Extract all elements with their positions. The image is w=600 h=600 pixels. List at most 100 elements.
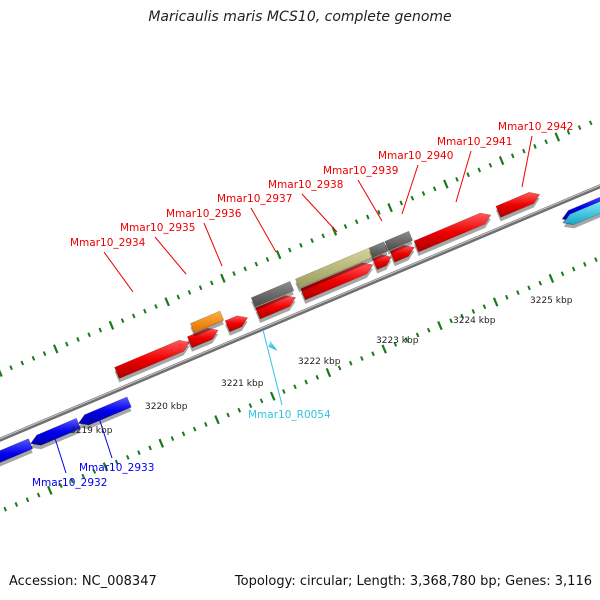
forward-minor-tick (566, 129, 571, 135)
gene-feature[interactable] (255, 295, 297, 324)
reverse-minor-tick (181, 431, 186, 437)
reverse-minor-tick (571, 266, 576, 272)
forward-minor-tick (477, 167, 482, 173)
reverse-minor-tick (304, 379, 308, 385)
gray-feature[interactable] (368, 241, 389, 262)
reverse-minor-tick (393, 341, 398, 347)
leader-line (154, 236, 187, 275)
gray-feature[interactable] (384, 230, 413, 255)
gene-feature[interactable] (77, 396, 132, 429)
reverse-major-tick (102, 462, 109, 472)
reverse-minor-tick (315, 374, 320, 380)
reverse-minor-tick (192, 426, 197, 432)
reverse-minor-tick (337, 365, 342, 371)
gene-feature[interactable] (300, 262, 374, 304)
gene-label-mmar10-2942[interactable]: Mmar10_2942 (498, 121, 573, 133)
forward-minor-tick (354, 219, 359, 225)
gene-label-mmar10-2940[interactable]: Mmar10_2940 (378, 150, 453, 162)
rna-marker[interactable] (268, 340, 278, 351)
forward-minor-tick (510, 153, 515, 159)
scale-label-3223: 3223 kbp (376, 336, 419, 346)
gene-feature[interactable] (389, 244, 415, 267)
feature-labels: Mmar10_2934Mmar10_2935Mmar10_2936Mmar10_… (32, 121, 573, 489)
reverse-minor-tick (25, 497, 30, 503)
forward-minor-tick (87, 332, 91, 338)
genome-summary-text: Topology: circular; Length: 3,368,780 bp… (234, 574, 592, 589)
forward-minor-tick (455, 176, 459, 182)
reverse-minor-tick (538, 280, 543, 286)
leader-line (103, 251, 134, 293)
reverse-minor-tick (415, 332, 420, 338)
forward-minor-tick (254, 261, 259, 267)
gene-feature[interactable] (224, 315, 249, 336)
rna-feature[interactable] (563, 198, 600, 229)
forward-major-tick (164, 297, 170, 307)
gene-label-mmar10-2941[interactable]: Mmar10_2941 (437, 136, 512, 148)
forward-minor-tick (143, 308, 147, 314)
reverse-minor-tick (170, 436, 175, 441)
reverse-minor-tick (460, 313, 464, 319)
gene-label-mmar10-2937[interactable]: Mmar10_2937 (217, 193, 292, 205)
gene-feature[interactable] (372, 254, 392, 274)
forward-major-tick (52, 344, 59, 354)
gene-label-mmar10-r0054[interactable]: Mmar10_R0054 (248, 409, 331, 421)
gene-label-mmar10-2938[interactable]: Mmar10_2938 (268, 179, 343, 191)
forward-minor-tick (120, 318, 125, 324)
gene-feature[interactable] (30, 417, 81, 450)
gene-feature[interactable] (114, 339, 191, 383)
leader-line (262, 329, 283, 406)
gene-label-mmar10-2935[interactable]: Mmar10_2935 (120, 222, 195, 234)
forward-minor-tick (176, 294, 181, 300)
gene-feature[interactable] (0, 438, 34, 473)
forward-minor-tick (65, 341, 69, 347)
gene-feature[interactable] (495, 191, 541, 222)
forward-minor-tick (410, 195, 415, 201)
forward-minor-tick (544, 139, 548, 145)
reverse-major-tick (47, 485, 53, 495)
reverse-minor-tick (81, 473, 86, 479)
scale-label-3220: 3220 kbp (145, 402, 188, 412)
scale-ticks (0, 120, 598, 512)
reverse-minor-tick (259, 398, 264, 404)
gene-label-mmar10-2933[interactable]: Mmar10_2933 (79, 462, 154, 474)
forward-major-tick (220, 273, 226, 283)
forward-major-tick (0, 369, 3, 378)
forward-minor-tick (299, 242, 303, 248)
leader-line (521, 135, 533, 188)
reverse-minor-tick (505, 294, 509, 300)
reverse-minor-tick (114, 459, 119, 465)
forward-minor-tick (421, 191, 426, 196)
gene-feature[interactable] (413, 212, 492, 256)
leader-line (98, 417, 113, 459)
backbone-line (0, 184, 600, 442)
forward-minor-tick (243, 266, 247, 272)
reverse-minor-tick (282, 389, 286, 394)
map-title: Maricaulis maris MCS10, complete genome (148, 9, 452, 25)
reverse-minor-tick (14, 502, 19, 507)
forward-minor-tick (20, 360, 25, 366)
gene-feature[interactable] (186, 327, 219, 352)
gray-feature[interactable] (250, 281, 295, 311)
scale-label-3222: 3222 kbp (298, 357, 341, 367)
forward-major-tick (275, 250, 282, 260)
orange-feature[interactable] (190, 310, 225, 337)
gene-label-mmar10-2934[interactable]: Mmar10_2934 (70, 237, 146, 249)
reverse-major-tick (158, 438, 165, 448)
forward-major-tick (387, 203, 393, 213)
forward-minor-tick (76, 337, 80, 342)
reverse-major-tick (269, 391, 276, 401)
gene-label-mmar10-2939[interactable]: Mmar10_2939 (323, 165, 398, 177)
leader-line (401, 164, 419, 215)
reverse-minor-tick (3, 506, 7, 512)
forward-minor-tick (31, 355, 36, 361)
reverse-minor-tick (560, 271, 565, 277)
gene-label-mmar10-2932[interactable]: Mmar10_2932 (32, 477, 107, 489)
forward-minor-tick (533, 144, 537, 149)
olive-feature[interactable] (295, 247, 375, 293)
gene-label-mmar10-2936[interactable]: Mmar10_2936 (166, 208, 242, 220)
leader-line (455, 150, 472, 203)
reverse-minor-tick (226, 412, 230, 418)
forward-minor-tick (209, 280, 214, 286)
